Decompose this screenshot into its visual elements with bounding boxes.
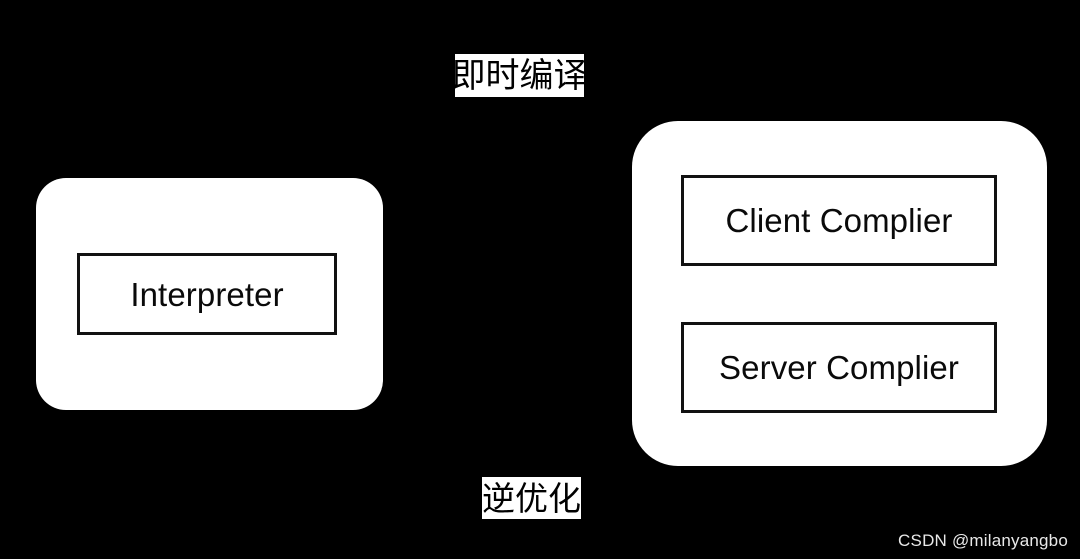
label-deoptimization-text: 逆优化 — [482, 478, 581, 518]
watermark: CSDN @milanyangbo — [898, 531, 1068, 550]
box-server-complier: Server Complier — [681, 322, 997, 413]
box-server-complier-label: Server Complier — [719, 349, 959, 386]
box-client-complier-label: Client Complier — [725, 202, 953, 239]
label-jit-compilation: 即时编译 — [452, 54, 588, 97]
panel-jit-compilers — [632, 121, 1047, 466]
box-client-complier: Client Complier — [681, 175, 997, 266]
label-deoptimization: 逆优化 — [482, 477, 581, 519]
label-jit-compilation-text: 即时编译 — [451, 55, 588, 96]
box-interpreter: Interpreter — [77, 253, 337, 335]
box-interpreter-label: Interpreter — [130, 275, 284, 313]
